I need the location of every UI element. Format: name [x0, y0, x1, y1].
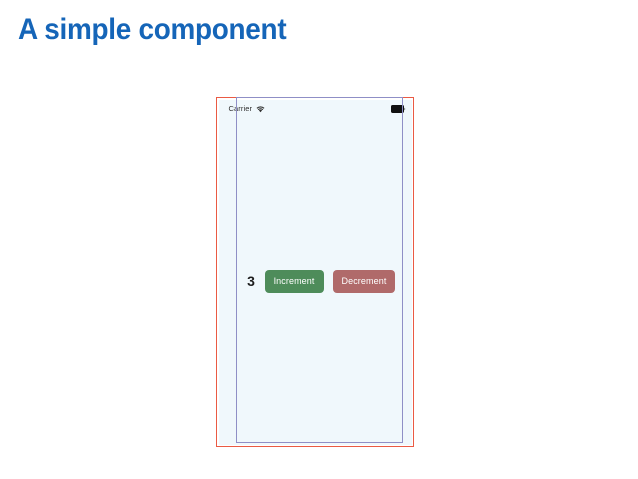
- counter-row: 3 Increment Decrement: [247, 269, 396, 293]
- counter-value: 3: [247, 273, 255, 289]
- status-bar-left-group: Carrier: [229, 100, 266, 118]
- decrement-button[interactable]: Decrement: [332, 269, 396, 293]
- status-bar-right-group: [390, 100, 406, 118]
- app-content-area: 3 Increment Decrement: [219, 118, 412, 445]
- device-mockup-outer-frame: Carrier: [216, 97, 414, 447]
- carrier-label: Carrier: [228, 103, 253, 113]
- device-screen: Carrier: [218, 99, 412, 445]
- increment-button[interactable]: Increment: [264, 269, 324, 293]
- page-title: A simple component: [18, 13, 287, 46]
- battery-full-icon: [390, 100, 406, 118]
- status-bar: Carrier: [219, 100, 412, 118]
- wifi-icon: [256, 100, 265, 118]
